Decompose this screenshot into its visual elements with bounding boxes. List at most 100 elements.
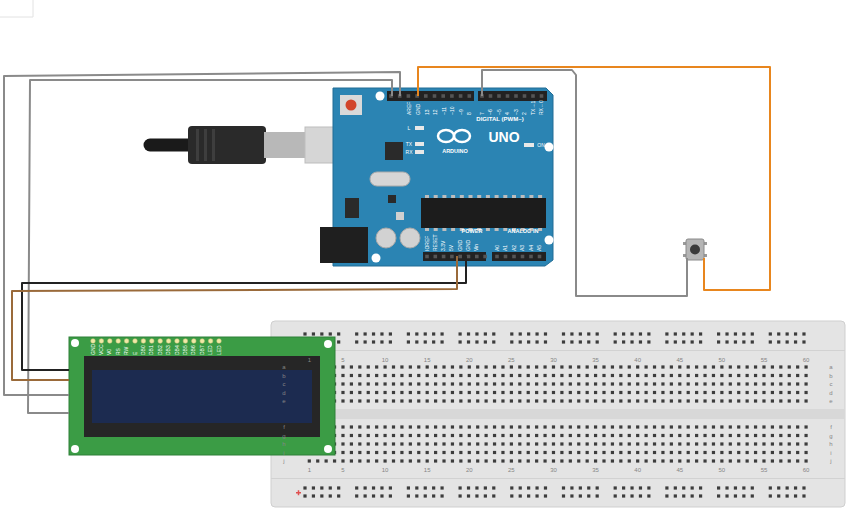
pin-label: A1 bbox=[503, 245, 508, 251]
chip-pin bbox=[477, 195, 481, 198]
breadboard-hole bbox=[777, 486, 780, 489]
breadboard-hole bbox=[769, 494, 772, 497]
breadboard-hole bbox=[451, 459, 454, 462]
breadboard-hole bbox=[794, 340, 797, 343]
breadboard-hole bbox=[762, 391, 765, 394]
column-number: 15 bbox=[424, 467, 431, 473]
editor-tab bbox=[0, 0, 33, 17]
breadboard-hole bbox=[762, 442, 765, 445]
breadboard-hole bbox=[392, 365, 395, 368]
breadboard-hole bbox=[788, 374, 791, 377]
wire bbox=[418, 67, 770, 290]
breadboard-hole bbox=[754, 451, 757, 454]
led-label: L bbox=[408, 126, 411, 131]
breadboard-hole bbox=[350, 459, 353, 462]
breadboard-hole bbox=[426, 425, 429, 428]
breadboard-hole bbox=[519, 486, 522, 489]
crystal bbox=[370, 172, 410, 186]
breadboard-hole bbox=[337, 486, 340, 489]
breadboard-hole bbox=[670, 442, 673, 445]
usb-neck bbox=[264, 132, 306, 158]
pin-label: 7 bbox=[480, 112, 485, 115]
breadboard-hole bbox=[611, 391, 614, 394]
breadboard-hole bbox=[400, 399, 403, 402]
lcd-pin-label: DB5 bbox=[183, 345, 188, 355]
breadboard-hole bbox=[586, 374, 589, 377]
breadboard-hole bbox=[501, 459, 504, 462]
breadboard-hole bbox=[712, 459, 715, 462]
breadboard-hole bbox=[611, 382, 614, 385]
breadboard-hole bbox=[415, 332, 418, 335]
breadboard-hole bbox=[703, 434, 706, 437]
row-letter: h bbox=[282, 441, 285, 447]
breadboard-hole bbox=[725, 340, 728, 343]
breadboard-hole bbox=[350, 434, 353, 437]
breadboard-hole bbox=[661, 391, 664, 394]
breadboard-hole bbox=[802, 340, 805, 343]
breadboard-hole bbox=[645, 399, 648, 402]
breadboard-hole bbox=[587, 332, 590, 335]
breadboard-hole bbox=[802, 486, 805, 489]
breadboard-hole bbox=[417, 382, 420, 385]
breadboard-hole bbox=[594, 442, 597, 445]
breadboard-hole bbox=[725, 486, 728, 489]
breadboard-hole bbox=[628, 434, 631, 437]
breadboard-hole bbox=[440, 332, 443, 335]
breadboard-hole bbox=[527, 451, 530, 454]
breadboard-hole bbox=[687, 425, 690, 428]
breadboard-hole bbox=[451, 399, 454, 402]
breadboard-hole bbox=[645, 391, 648, 394]
breadboard-hole bbox=[451, 451, 454, 454]
breadboard-hole bbox=[653, 399, 656, 402]
breadboard-hole bbox=[687, 374, 690, 377]
breadboard-hole bbox=[611, 459, 614, 462]
header-hole bbox=[475, 255, 479, 259]
breadboard-hole bbox=[796, 374, 799, 377]
wires bbox=[4, 67, 770, 413]
breadboard-hole bbox=[586, 365, 589, 368]
breadboard-hole bbox=[762, 459, 765, 462]
breadboard-hole bbox=[754, 459, 757, 462]
breadboard-hole bbox=[602, 382, 605, 385]
breadboard-hole bbox=[611, 434, 614, 437]
header-hole bbox=[529, 255, 533, 259]
breadboard-hole bbox=[788, 399, 791, 402]
breadboard-hole bbox=[645, 451, 648, 454]
breadboard-hole bbox=[476, 459, 479, 462]
breadboard-hole bbox=[687, 365, 690, 368]
breadboard-hole bbox=[303, 486, 306, 489]
breadboard-hole bbox=[380, 340, 383, 343]
breadboard-hole bbox=[661, 459, 664, 462]
chip-pin bbox=[495, 195, 499, 198]
breadboard-hole bbox=[426, 434, 429, 437]
breadboard-hole bbox=[367, 382, 370, 385]
breadboard-hole bbox=[695, 365, 698, 368]
breadboard-hole bbox=[552, 399, 555, 402]
breadboard-hole bbox=[645, 365, 648, 368]
breadboard-hole bbox=[400, 459, 403, 462]
breadboard-hole bbox=[434, 374, 437, 377]
breadboard-hole bbox=[804, 374, 807, 377]
lcd-pin-label: DB7 bbox=[200, 345, 205, 355]
breadboard-hole bbox=[527, 442, 530, 445]
pin-label: 4 bbox=[505, 112, 510, 115]
row-letter: a bbox=[829, 364, 832, 370]
led-label: TX bbox=[406, 142, 412, 147]
mount-hole bbox=[71, 445, 79, 453]
breadboard-hole bbox=[407, 332, 410, 335]
breadboard-hole bbox=[678, 442, 681, 445]
header-hole bbox=[531, 94, 535, 98]
lcd-pin-pad bbox=[208, 339, 213, 344]
reset-button bbox=[346, 100, 357, 111]
breadboard-hole bbox=[424, 486, 427, 489]
breadboard-hole bbox=[383, 442, 386, 445]
breadboard-hole bbox=[703, 399, 706, 402]
breadboard-hole bbox=[562, 332, 565, 335]
breadboard-hole bbox=[510, 425, 513, 428]
breadboard-hole bbox=[467, 486, 470, 489]
chip-pin bbox=[442, 228, 446, 231]
breadboard-hole bbox=[434, 459, 437, 462]
row-letter: a bbox=[282, 364, 285, 370]
breadboard-hole bbox=[543, 374, 546, 377]
breadboard bbox=[271, 321, 845, 507]
